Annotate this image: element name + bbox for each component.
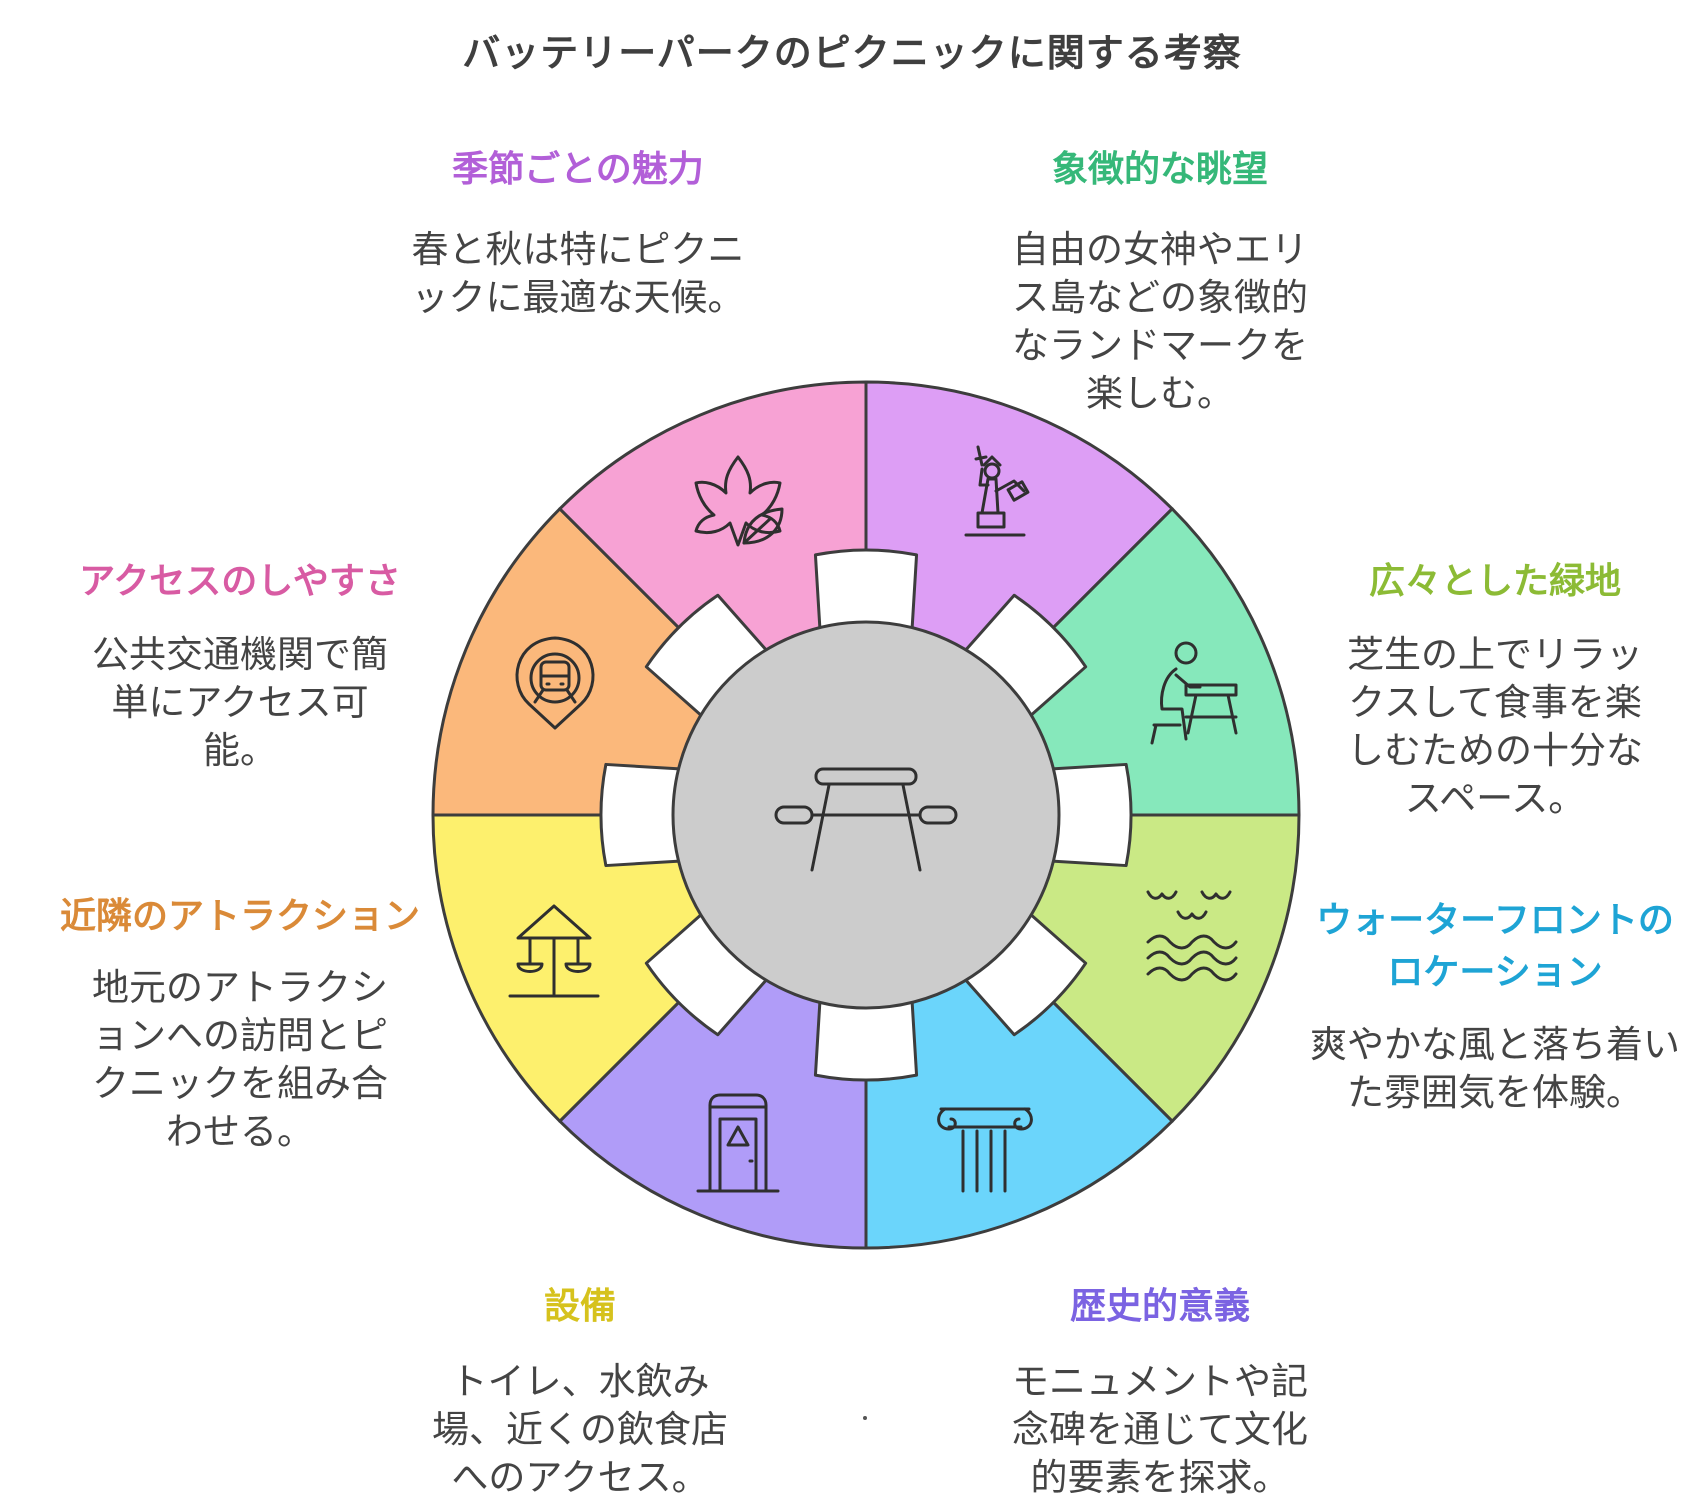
segment-heading: 歴史的意義 bbox=[1069, 1286, 1250, 1327]
segment-text: 爽やかな風と落ち着いた雰囲気を体験。 bbox=[1310, 1023, 1680, 1114]
statue-of-liberty-icon bbox=[964, 445, 1030, 537]
ionic-column-icon bbox=[937, 1107, 1033, 1193]
wheel-notch bbox=[1048, 762, 1133, 868]
person-at-table-icon bbox=[1150, 641, 1238, 745]
segment-heading: 季節ごとの魅力 bbox=[452, 149, 704, 190]
segment-text: 芝生の上でリラックスして食事を楽しむための十分なスペース。 bbox=[1347, 633, 1643, 821]
segment-block-access: アクセスのしやすさ 公共交通機関で簡単にアクセス可能。 bbox=[50, 560, 430, 775]
segment-block-iconic: 象徴的な眺望 自由の女神やエリス島などの象徴的なランドマークを楽しむ。 bbox=[980, 148, 1340, 418]
wheel-notch bbox=[599, 762, 684, 868]
wheel-notch bbox=[644, 911, 770, 1037]
transit-location-icon bbox=[515, 636, 595, 730]
wheel-notch bbox=[962, 911, 1088, 1037]
wheel-notch bbox=[644, 593, 770, 719]
waves-birds-icon bbox=[1146, 890, 1238, 982]
segment-block-history: 歴史的意義 モニュメントや記念碑を通じて文化的要素を探求。 bbox=[980, 1285, 1340, 1502]
segment-heading: 象徴的な眺望 bbox=[1051, 149, 1268, 190]
segment-text: モニュメントや記念碑を通じて文化的要素を探求。 bbox=[1012, 1360, 1308, 1500]
segment-heading: 近隣のアトラクション bbox=[59, 896, 420, 937]
segment-text: 春と秋は特にピクニックに最適な天候。 bbox=[411, 228, 745, 320]
restroom-door-icon bbox=[696, 1093, 780, 1193]
segment-text: 自由の女神やエリス島などの象徴的なランドマークを楽しむ。 bbox=[1012, 228, 1308, 416]
wheel-notch bbox=[813, 548, 919, 633]
segment-text: 公共交通機関で簡単にアクセス可能。 bbox=[92, 633, 388, 773]
segment-block-waterfront: ウォーターフロントのロケーション 爽やかな風と落ち着いた雰囲気を体験。 bbox=[1300, 895, 1690, 1117]
segment-heading: 設備 bbox=[543, 1286, 616, 1327]
segment-block-attractions: 近隣のアトラクション 地元のアトラクションへの訪問とピクニックを組み合わせる。 bbox=[30, 895, 450, 1156]
segment-heading: アクセスのしやすさ bbox=[79, 561, 401, 602]
segment-text: 地元のアトラクションへの訪問とピクニックを組み合わせる。 bbox=[92, 966, 388, 1154]
leaves-icon bbox=[694, 455, 784, 547]
picnic-table-icon bbox=[774, 767, 958, 872]
segment-heading: ウォーターフロントのロケーション bbox=[1316, 900, 1674, 993]
segment-text: トイレ、水飲み場、近くの飲食店へのアクセス。 bbox=[432, 1360, 728, 1500]
segment-block-seasonal: 季節ごとの魅力 春と秋は特にピクニックに最適な天候。 bbox=[398, 148, 758, 322]
wheel-notch bbox=[962, 593, 1088, 719]
segment-block-green: 広々とした緑地 芝生の上でリラックスして食事を楽しむための十分なスペース。 bbox=[1310, 560, 1680, 823]
segment-heading: 広々とした緑地 bbox=[1368, 561, 1621, 602]
diagram-title: バッテリーパークのピクニックに関する考察 bbox=[462, 31, 1242, 75]
segment-block-facilities: 設備 トイレ、水飲み場、近くの飲食店へのアクセス。 bbox=[400, 1285, 760, 1502]
carousel-icon bbox=[508, 904, 600, 998]
wheel-notch bbox=[813, 997, 919, 1082]
stray-dot bbox=[863, 1416, 867, 1420]
